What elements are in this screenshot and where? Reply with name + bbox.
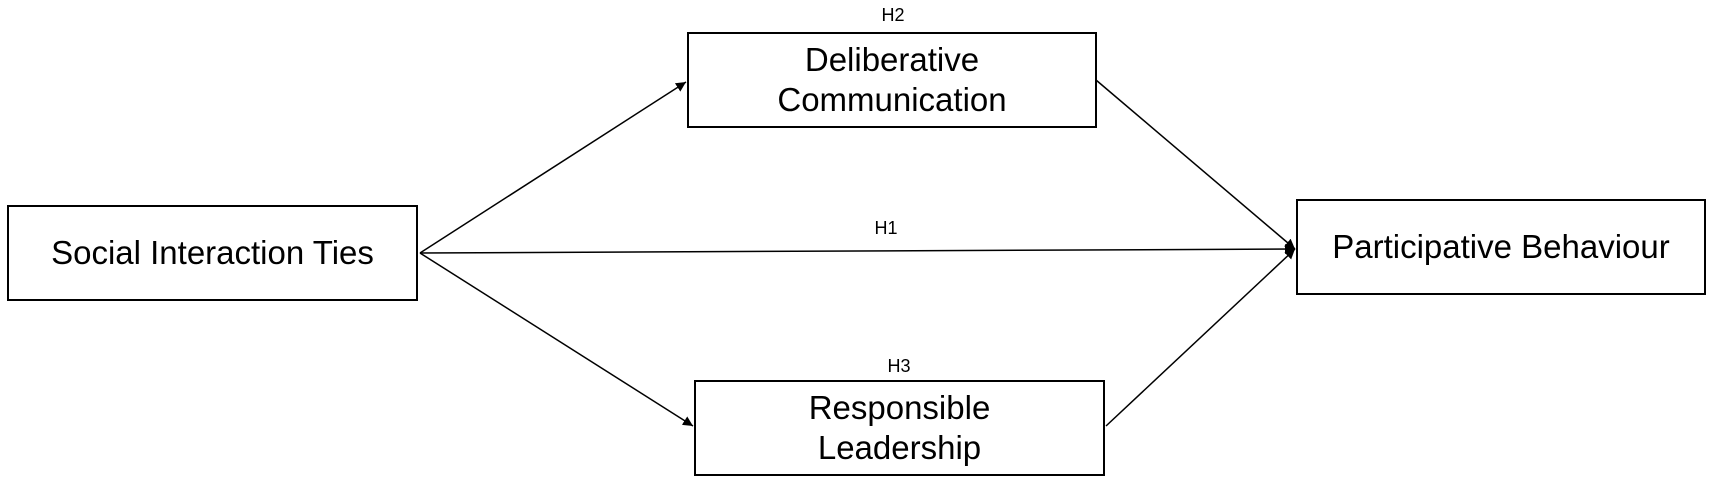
node-deliberative-communication-label: Deliberative Communication	[777, 41, 1007, 118]
hypothesis-label-h3: H3	[887, 356, 911, 376]
arrow-social-to-responsible	[419, 252, 694, 427]
node-responsible-leadership-label: Responsible Leadership	[808, 389, 991, 466]
arrow-responsible-to-participative	[1105, 248, 1296, 427]
node-responsible-leadership: Responsible Leadership	[694, 380, 1105, 476]
node-participative-behaviour-label: Participative Behaviour	[1332, 228, 1670, 266]
arrow-social-to-deliberative	[419, 81, 687, 254]
hypothesis-label-h1: H1	[874, 218, 898, 238]
hypothesis-label-h2: H2	[881, 5, 905, 25]
node-social-interaction-ties-label: Social Interaction Ties	[51, 234, 374, 272]
node-social-interaction-ties: Social Interaction Ties	[7, 205, 418, 301]
arrow-social-to-participative-h1	[419, 244, 1296, 255]
arrow-deliberative-to-participative	[1095, 79, 1296, 250]
node-deliberative-communication: Deliberative Communication	[687, 32, 1097, 128]
node-participative-behaviour: Participative Behaviour	[1296, 199, 1706, 295]
